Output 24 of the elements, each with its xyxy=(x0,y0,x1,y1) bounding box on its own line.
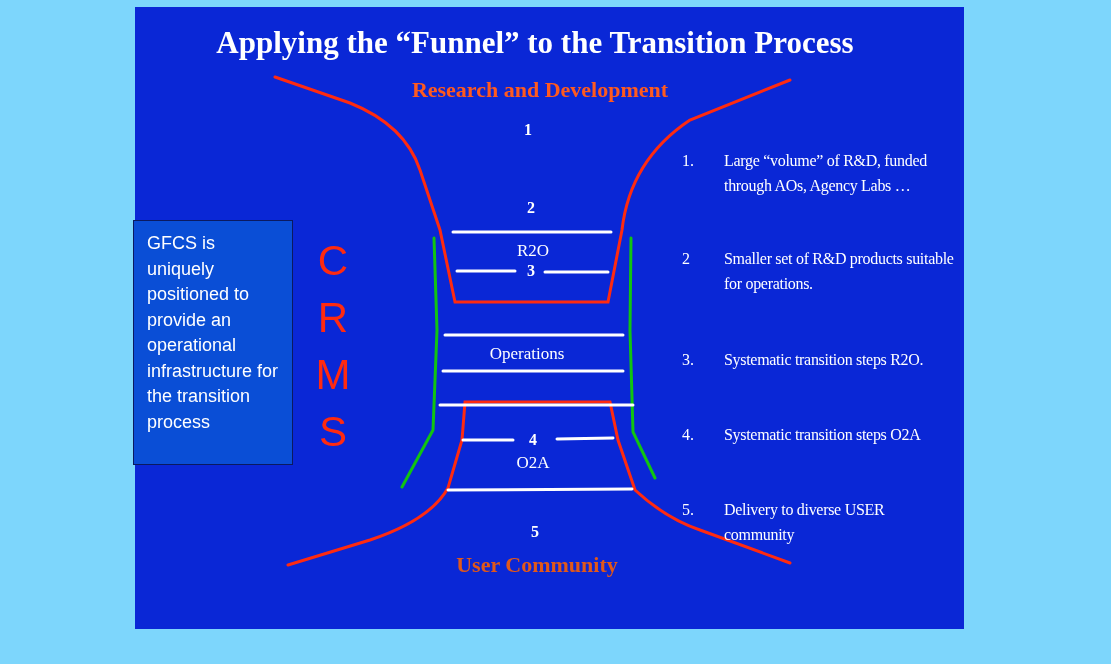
stage-number: 3 xyxy=(527,263,535,279)
list-item-text: Systematic transition steps O2A xyxy=(724,425,922,446)
note-box xyxy=(133,220,293,465)
list-item-text: Smaller set of R&D products suitable for operations. xyxy=(724,249,954,295)
note-text: GFCS is uniquely positioned to provide an operational infrastructure for the transition process xyxy=(147,233,279,432)
stage-label: R2O xyxy=(516,241,550,259)
list-number: 2 xyxy=(682,249,690,269)
vertical-acronym: CRMS xyxy=(314,236,352,458)
stage-number: 4 xyxy=(529,432,537,448)
stage-number: 2 xyxy=(527,200,535,216)
list-number: 4. xyxy=(682,425,694,445)
stage-heading: User Community xyxy=(456,551,618,579)
list-number: 5. xyxy=(682,500,694,520)
stage-label: O2A xyxy=(516,453,550,471)
stage-number: 5 xyxy=(531,524,539,540)
stage-label: Operations xyxy=(489,344,565,362)
list-number: 1. xyxy=(682,151,694,171)
list-item-text: Systematic transition steps R2O. xyxy=(724,350,925,371)
stage-number: 1 xyxy=(524,122,532,138)
slide-title: Applying the “Funnel” to the Transition Process xyxy=(216,23,854,62)
list-item-text: Delivery to diverse USER community xyxy=(724,500,886,546)
stage-heading: Research and Development xyxy=(411,76,669,104)
list-item-text: Large “volume” of R&D, funded through AOs, Agency Labs … xyxy=(724,151,928,197)
list-number: 3. xyxy=(682,350,694,370)
